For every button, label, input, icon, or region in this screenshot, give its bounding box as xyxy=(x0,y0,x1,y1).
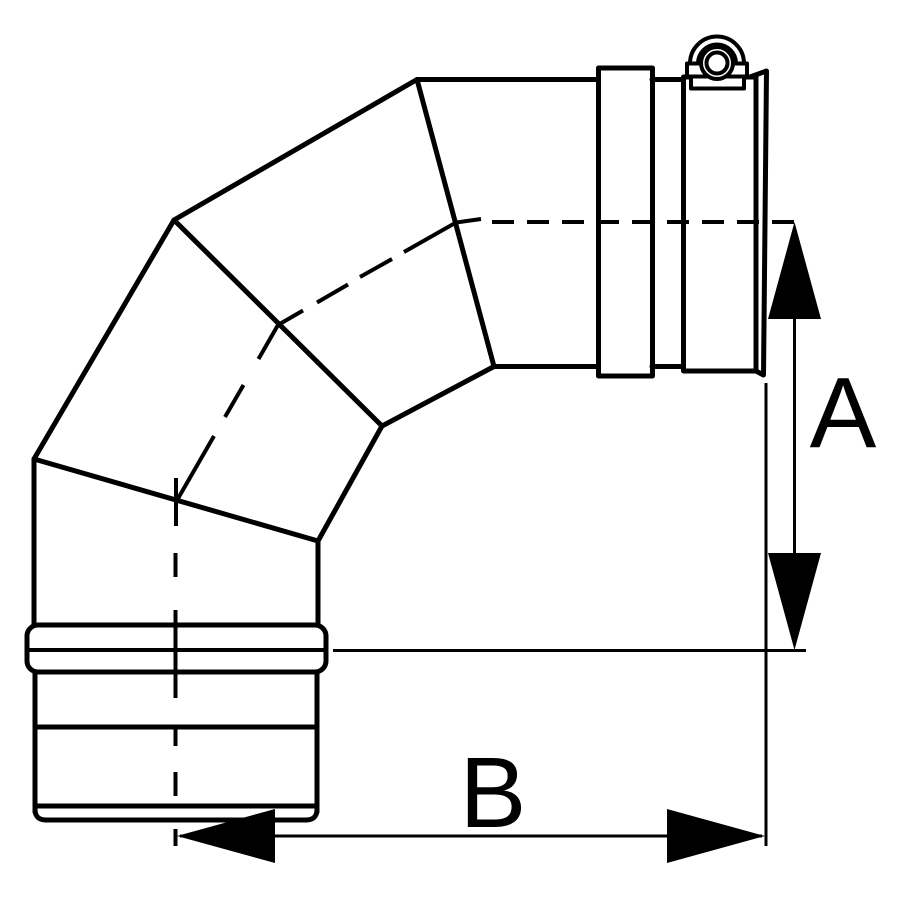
dimension-a-arrowhead-up-icon xyxy=(768,222,821,319)
clamp-screw-head-inner xyxy=(704,50,730,76)
clamp-screw-assembly xyxy=(685,34,749,91)
centerline-tick-middle-joint xyxy=(256,308,305,360)
centerline-60deg-dash xyxy=(223,383,246,419)
dimension-b-label: B xyxy=(460,737,527,849)
centerline-tick-upper-joint xyxy=(403,217,482,254)
dimension-b: B xyxy=(177,383,768,863)
centerline-30deg-dash-2 xyxy=(359,257,393,279)
spigot-end-lip xyxy=(747,68,769,378)
socket-bottom-rim xyxy=(32,797,320,823)
dimension-a-arrowhead-down-icon xyxy=(768,553,821,650)
dimension-a-label: A xyxy=(810,357,877,469)
dimension-b-arrowhead-left-icon xyxy=(177,809,275,863)
centerline-60deg-solid xyxy=(174,435,216,503)
centerline-30deg-dash-1 xyxy=(315,282,350,305)
centerlines xyxy=(173,217,806,846)
dimension-b-arrowhead-right-icon xyxy=(667,809,765,863)
dimension-a: A xyxy=(333,222,877,652)
